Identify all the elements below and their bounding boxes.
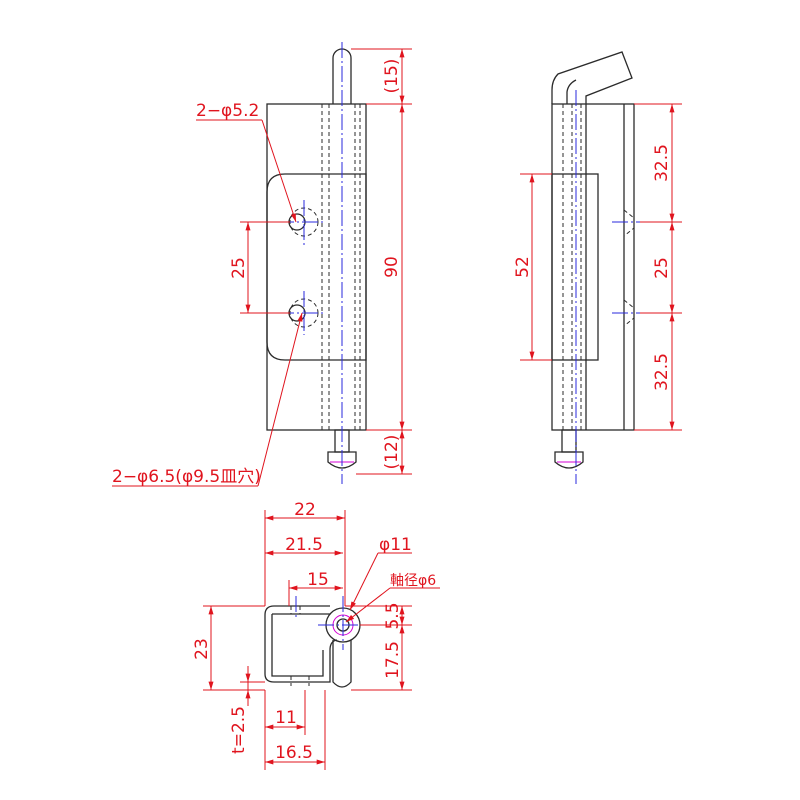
- front-hole-small-label: 2−φ5.2: [196, 101, 259, 121]
- front-leaf-plate: [266, 173, 367, 361]
- side-pin-bent-inner: [566, 79, 577, 104]
- bottom-leader-shaft-dia: [345, 587, 440, 623]
- front-knuckle-body: [266, 103, 367, 431]
- bottom-view: 22 21.5 15 φ11 軸径φ6 23 5.5: [192, 500, 440, 770]
- side-plate-height-label: 52: [513, 256, 533, 278]
- bottom-leaf-inner: [271, 614, 324, 677]
- side-plate: [551, 173, 599, 361]
- front-leader-small-hole: [196, 119, 297, 223]
- side-countersink-lower: [623, 299, 635, 327]
- bottom-leaf-profile: [264, 605, 338, 683]
- bottom-height-label: 23: [192, 638, 212, 660]
- bottom-hole-x-label: 11: [275, 708, 297, 728]
- side-top-dim-label: 32.5: [652, 144, 672, 182]
- front-view: (15) 90 (12) 25 2−φ5.2 2−φ6.5(φ9.5皿穴): [112, 42, 412, 487]
- front-pin-bottom-dim-label: (12): [382, 435, 402, 470]
- bottom-dimension-left: [203, 605, 265, 691]
- bottom-dimensions-top: [264, 510, 346, 606]
- bottom-dimension-thickness: [240, 666, 265, 706]
- front-hole-large-label: 2−φ6.5(φ9.5皿穴): [112, 467, 261, 487]
- side-body: [551, 103, 635, 431]
- bottom-height-2-label: 17.5: [383, 641, 403, 679]
- side-mid-dim-label: 25: [652, 257, 672, 279]
- bottom-offset-label: 5.5: [383, 602, 403, 629]
- side-dimensions-right: [634, 103, 682, 431]
- side-countersink-upper: [623, 209, 635, 237]
- front-hole-upper: [278, 200, 324, 246]
- front-pin-top-dim-label: (15): [382, 59, 402, 94]
- front-height-dim-label: 90: [382, 256, 402, 278]
- front-hole-pitch-label: 25: [229, 257, 249, 279]
- bottom-thickness-label: t=2.5: [229, 706, 249, 754]
- front-dimensions-left: [240, 221, 290, 314]
- side-pin-head: [554, 451, 584, 469]
- bottom-shaft-dia-label: 軸径φ6: [390, 573, 436, 589]
- front-pin-head: [327, 451, 357, 469]
- bottom-total-label: 16.5: [275, 743, 313, 763]
- bottom-pin-dia-label: φ11: [379, 535, 412, 555]
- bottom-leader-pin-dia: [349, 552, 412, 611]
- side-bottom-dim-label: 32.5: [652, 353, 672, 391]
- side-dimension-left: [520, 173, 552, 361]
- bottom-dimensions-bottom: [264, 690, 326, 770]
- side-pin-bottom: [561, 429, 577, 453]
- bottom-width-label: 22: [294, 500, 316, 520]
- side-view: 52 32.5 25 32.5: [513, 51, 682, 484]
- bottom-knuckle-tab: [332, 640, 352, 688]
- bottom-dimensions-right: [345, 605, 412, 691]
- bottom-width-2-label: 21.5: [285, 535, 323, 555]
- front-leader-large-hole: [112, 312, 303, 487]
- bottom-width-3-label: 15: [307, 570, 329, 590]
- side-pin-bent: [551, 51, 633, 104]
- front-dimensions-right: [351, 48, 412, 475]
